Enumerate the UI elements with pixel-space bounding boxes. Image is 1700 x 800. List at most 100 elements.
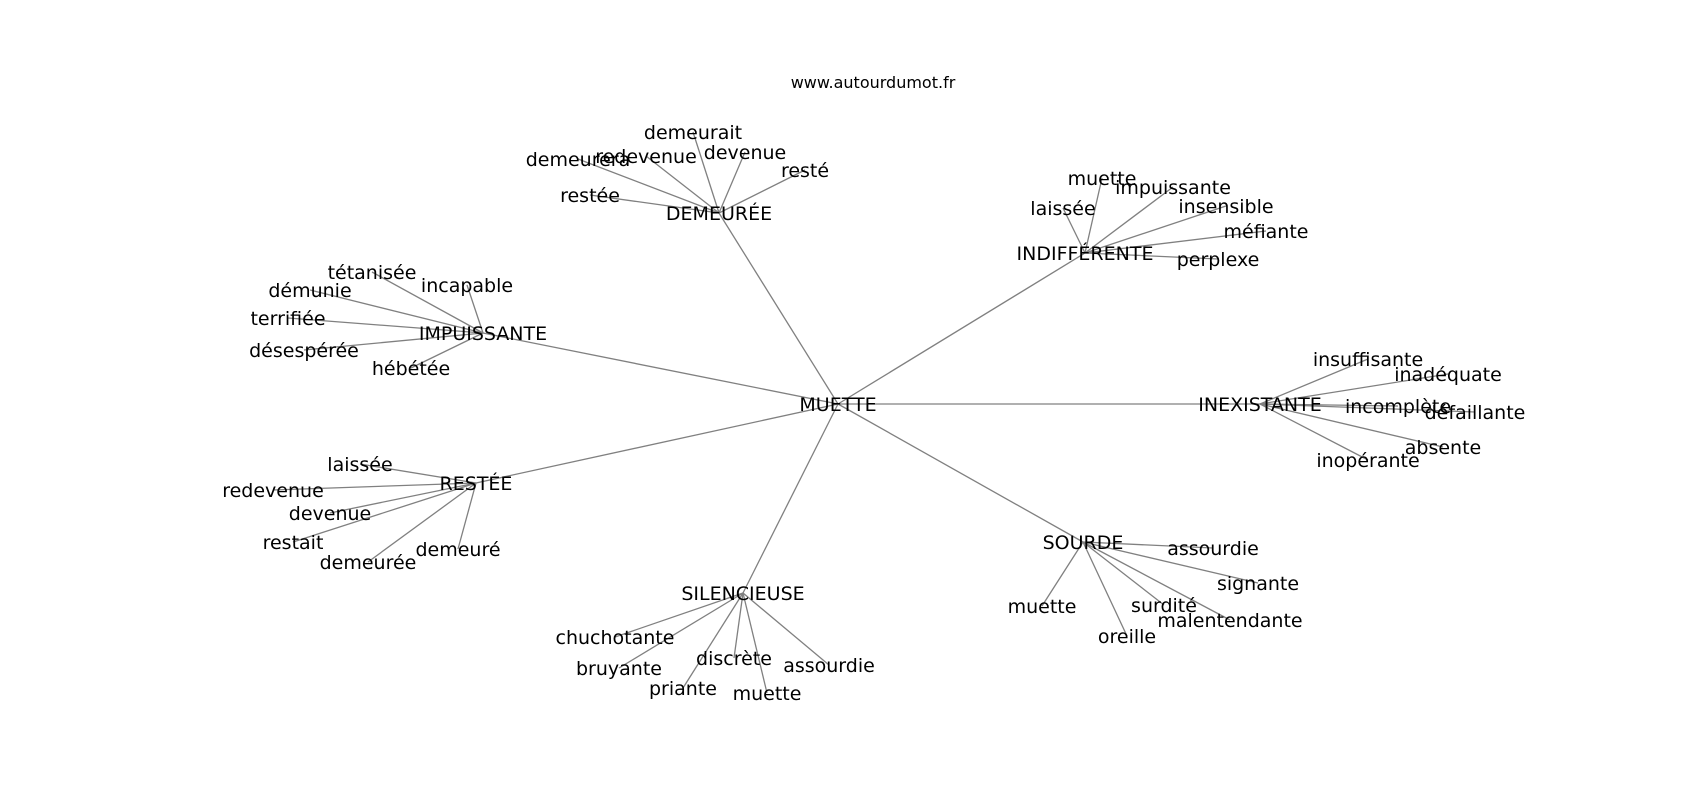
- leaf-node: incomplète: [1345, 396, 1451, 418]
- leaf-node: oreille: [1098, 626, 1156, 648]
- graph-edge: [309, 289, 484, 334]
- leaf-node: priante: [649, 678, 717, 700]
- leaf-node: bruyante: [576, 658, 662, 680]
- leaf-node: restait: [263, 532, 324, 554]
- hub-node: SOURDE: [1043, 532, 1124, 554]
- graph-edge: [742, 592, 830, 666]
- leaf-node: discrète: [696, 648, 772, 670]
- leaf-node: devenue: [289, 503, 371, 525]
- graph-edge: [1082, 541, 1128, 637]
- graph-edge: [692, 131, 720, 214]
- graph-edge: [1084, 252, 1219, 260]
- graph-edge: [1082, 541, 1165, 606]
- graph-edge: [577, 158, 720, 214]
- graph-edge: [475, 403, 839, 484]
- graph-edge: [1259, 358, 1369, 405]
- leaf-node: muette: [733, 683, 802, 705]
- hub-node: INEXISTANTE: [1198, 394, 1321, 416]
- leaf-node: terrifiée: [250, 308, 325, 330]
- graph-edge: [410, 332, 484, 369]
- graph-edge: [272, 482, 477, 491]
- leaf-node: assourdie: [783, 655, 875, 677]
- graph-edge: [466, 284, 484, 334]
- graph-edge: [1084, 205, 1227, 254]
- leaf-node: restée: [560, 185, 620, 207]
- graph-edge: [359, 463, 477, 484]
- leaf-node: défaillante: [1425, 402, 1526, 424]
- leaf-node: malentendante: [1157, 610, 1302, 632]
- leaf-node: incapable: [421, 275, 513, 297]
- graph-edge: [682, 592, 744, 689]
- leaf-node: absente: [1405, 437, 1481, 459]
- leaf-node: perplexe: [1177, 249, 1260, 271]
- leaf-node: insuffisante: [1313, 349, 1423, 371]
- leaf-node: méfiante: [1224, 221, 1309, 243]
- hub-node: INDIFFÉRENTE: [1017, 242, 1154, 265]
- leaf-node: demeurée: [320, 552, 417, 574]
- leaf-node: inadéquate: [1394, 364, 1502, 386]
- graph-edge: [614, 592, 744, 638]
- graph-edge: [718, 212, 839, 405]
- leaf-node: redevenue: [222, 480, 324, 502]
- leaf-node: surdité: [1131, 595, 1197, 617]
- leaf-node: démunie: [268, 280, 351, 302]
- graph-edge: [837, 403, 1084, 543]
- graph-edge: [482, 332, 839, 405]
- graph-edge: [733, 592, 744, 659]
- leaf-node: tétanisée: [328, 262, 417, 284]
- hub-node: IMPUISSANTE: [419, 323, 547, 345]
- leaf-node: devenue: [704, 142, 786, 164]
- graph-edge: [1259, 403, 1369, 461]
- leaf-node: redevenue: [595, 146, 697, 168]
- hub-node: RESTÉE: [440, 472, 513, 495]
- graph-edge: [1082, 541, 1214, 549]
- leaf-node: chuchotante: [556, 627, 675, 649]
- leaf-node: demeuré: [415, 539, 500, 561]
- graph-edge: [589, 194, 720, 214]
- leaf-node: inopérante: [1316, 450, 1419, 472]
- graph-edge: [457, 482, 477, 550]
- graph-edge: [1084, 230, 1267, 254]
- graph-edge: [1082, 541, 1259, 584]
- leaf-node: laissée: [327, 454, 392, 476]
- root-node: MUETTE: [799, 394, 876, 416]
- graph-edge: [645, 155, 720, 214]
- graph-edge: [367, 482, 477, 563]
- leaf-node: laissée: [1030, 198, 1095, 220]
- leaf-node: muette: [1068, 168, 1137, 190]
- graph-edge: [1082, 541, 1231, 621]
- graph-edge: [618, 592, 744, 669]
- leaf-node: désespérée: [249, 340, 359, 362]
- graph-edge: [1062, 207, 1086, 254]
- graph-edge: [287, 317, 484, 334]
- graph-edge: [1259, 373, 1449, 405]
- leaf-node: muette: [1008, 596, 1077, 618]
- leaf-node: hébétée: [372, 358, 450, 380]
- hub-node: DEMEURÉE: [666, 202, 772, 225]
- leaf-node: assourdie: [1167, 538, 1259, 560]
- leaf-node: demeurera: [526, 149, 631, 171]
- graph-edge: [1041, 541, 1084, 607]
- graph-edge: [329, 482, 477, 514]
- graph-edge: [1084, 186, 1174, 254]
- graph-edge: [292, 482, 477, 543]
- site-label: www.autourdumot.fr: [791, 73, 956, 92]
- graph-edge: [718, 151, 746, 214]
- leaf-node: demeurait: [644, 122, 742, 144]
- leaf-node: insensible: [1178, 196, 1273, 218]
- graph-edge: [837, 252, 1086, 405]
- graph-edge: [718, 169, 806, 214]
- graph-edge: [1084, 177, 1103, 254]
- leaf-node: impuissante: [1115, 177, 1231, 199]
- leaf-node: signante: [1217, 573, 1299, 595]
- leaf-node: resté: [781, 160, 829, 182]
- hub-node: SILENCIEUSE: [681, 583, 804, 605]
- graph-edge: [1259, 403, 1444, 448]
- graph-edge: [742, 592, 768, 694]
- graph-edge: [303, 332, 484, 351]
- graph-edge: [371, 271, 484, 334]
- graph-edges: [272, 131, 1476, 694]
- graph-edge: [742, 403, 839, 594]
